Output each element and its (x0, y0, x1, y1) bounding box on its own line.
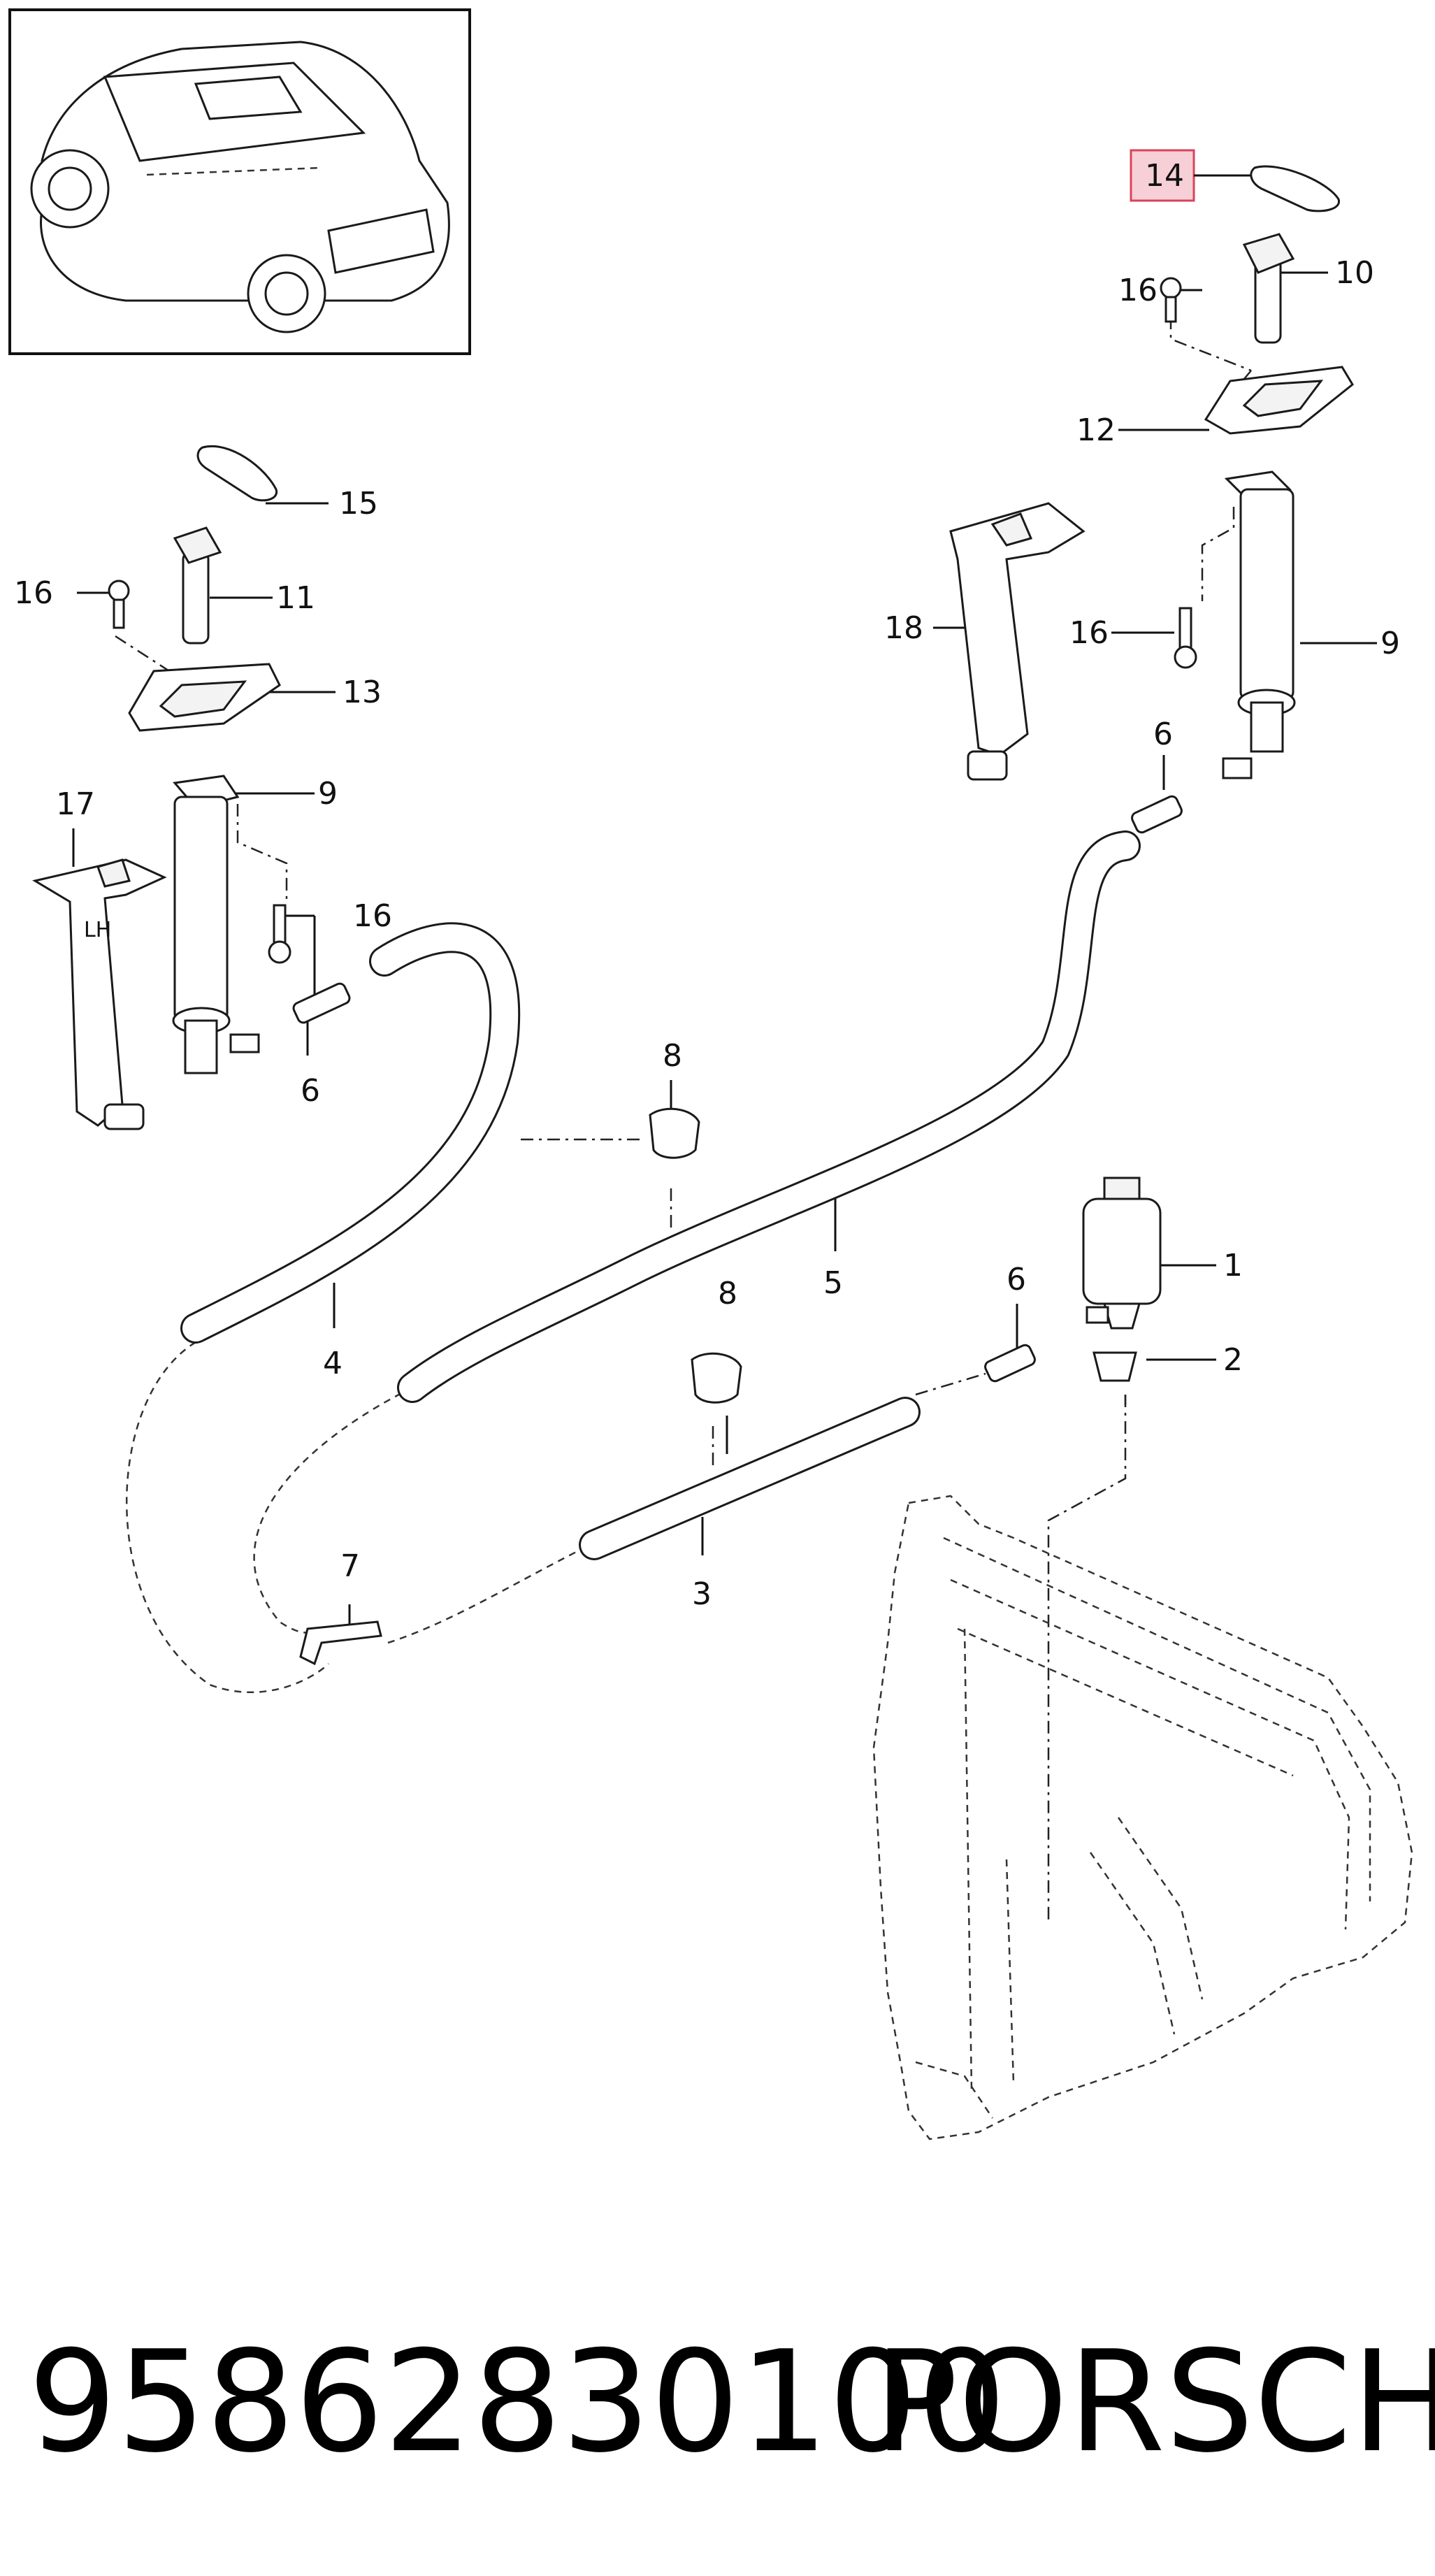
screw-16-right (1174, 607, 1197, 669)
callout-14: 14 (1145, 158, 1184, 194)
callout-leaders (72, 149, 1377, 1629)
nozzle-housing-18 (949, 502, 1086, 781)
y-connector-7 (299, 1620, 382, 1666)
callout-labels: 14 16 10 12 9 16 18 6 15 11 16 13 17 9 1… (14, 158, 1400, 1612)
callout-2: 2 (1223, 1342, 1243, 1378)
callout-6-left: 6 (301, 1073, 320, 1109)
callout-3: 3 (692, 1576, 712, 1612)
callout-12: 12 (1076, 412, 1116, 448)
callout-16-left: 16 (353, 898, 392, 934)
brand-name: PORSCHE (874, 2321, 1435, 2484)
hoses (180, 830, 1141, 1560)
callout-9-right: 9 (1380, 626, 1400, 661)
pump-1 (1082, 1177, 1162, 1330)
callout-6-right: 6 (1153, 717, 1173, 752)
nozzle-lh-label: LH (84, 918, 111, 942)
connector-6-pump (984, 1344, 1036, 1383)
callout-9-left: 9 (318, 776, 338, 812)
clip-8-upper (649, 1107, 700, 1159)
callout-10: 10 (1335, 255, 1374, 291)
nozzle-10 (1242, 233, 1295, 344)
callout-4: 4 (323, 1346, 342, 1381)
callout-6-pump: 6 (1007, 1262, 1026, 1297)
callout-13: 13 (342, 675, 382, 710)
callout-15: 15 (339, 486, 378, 521)
nozzle-cap-15 (196, 445, 278, 502)
grommet-2 (1093, 1351, 1137, 1382)
part-number: 95862830100 (28, 2321, 1007, 2484)
screw-16-upper-left (108, 580, 130, 629)
callout-18: 18 (884, 610, 923, 646)
screw-16-top (1160, 277, 1182, 323)
callout-7: 7 (340, 1548, 360, 1584)
callout-17: 17 (56, 786, 95, 822)
callout-8-lower: 8 (718, 1276, 737, 1311)
nozzle-11 (173, 526, 222, 645)
assembly-lines (115, 290, 1252, 1922)
screw-16-left (268, 904, 291, 964)
washer-cylinder-9-right (1222, 470, 1296, 779)
callout-16-top: 16 (1118, 273, 1158, 308)
washer-cylinder-9-left (172, 775, 260, 1074)
callout-1: 1 (1223, 1248, 1243, 1283)
clip-8-lower (691, 1352, 742, 1404)
connector-6-right (1131, 795, 1183, 834)
callout-16-right: 16 (1069, 615, 1109, 651)
callout-11: 11 (276, 580, 315, 616)
footer: 95862830100 PORSCHE (28, 2321, 1435, 2484)
nozzle-cap-14 (1250, 165, 1340, 213)
callout-16-upper-left: 16 (14, 575, 53, 611)
vehicle-thumbnail (8, 8, 471, 355)
nozzle-housing-17: LH (32, 858, 167, 1130)
washer-reservoir (872, 1495, 1413, 2140)
cover-12 (1204, 366, 1354, 435)
callout-5: 5 (823, 1265, 843, 1301)
callout-8-upper: 8 (663, 1038, 682, 1074)
connector-6-left (292, 982, 351, 1024)
cover-13 (128, 663, 281, 732)
